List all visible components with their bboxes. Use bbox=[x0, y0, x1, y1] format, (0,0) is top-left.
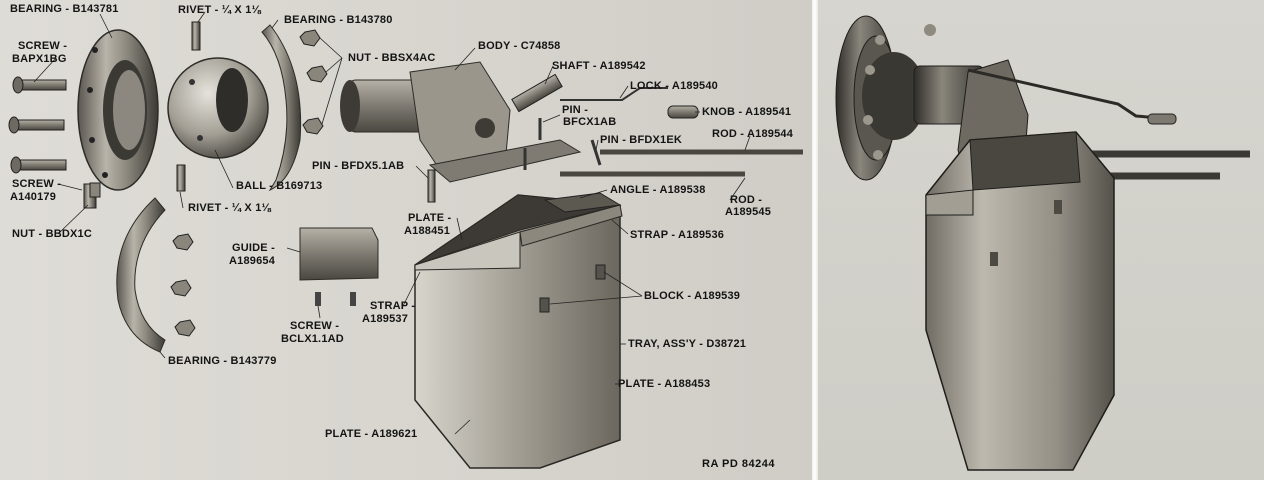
callout-nut-bbdx1c: NUT - BBDX1C bbox=[12, 228, 93, 240]
callout-lock-a189540: LOCK - A189540 bbox=[630, 80, 718, 92]
callout-knob-a189541: KNOB - A189541 bbox=[702, 106, 792, 118]
bearing-b143780-part bbox=[261, 24, 302, 192]
assembled-flange bbox=[835, 15, 936, 181]
callout-rod-a189544: ROD - A189544 bbox=[712, 128, 794, 140]
leader-lines bbox=[33, 11, 751, 435]
nut-bbdx1c-part bbox=[89, 182, 101, 198]
callout-screw-bapx1bg-line1: SCREW - bbox=[18, 40, 68, 52]
tray-assembly-part bbox=[414, 192, 623, 469]
assembled-tray bbox=[925, 131, 1115, 471]
exploded-view-drawing bbox=[8, 11, 803, 469]
shaft-lock-assembly bbox=[511, 73, 699, 170]
callout-block-a189539: BLOCK - A189539 bbox=[644, 290, 741, 302]
callout-plate-a188451-line1: PLATE - bbox=[408, 212, 452, 224]
callout-guide-a189654-line2: A189654 bbox=[229, 255, 276, 267]
callout-rod-a189545-line1: ROD - bbox=[730, 194, 763, 206]
callout-strap-a189537-line1: STRAP - bbox=[370, 300, 416, 312]
callout-nut-bbsx4ac: NUT - BBSX4AC bbox=[348, 52, 436, 64]
callout-plate-a189621: PLATE - A189621 bbox=[325, 428, 418, 440]
callout-screw-bapx1bg-line2: BAPX1BG bbox=[12, 53, 67, 65]
callout-strap-a189536: STRAP - A189536 bbox=[630, 229, 725, 241]
pin-bfdx5-part bbox=[427, 169, 436, 203]
callout-screw-bclx1-1ad-line2: BCLX1.1AD bbox=[281, 333, 344, 345]
callout-angle-a189538: ANGLE - A189538 bbox=[610, 184, 706, 196]
assembled-view-panel bbox=[818, 0, 1264, 480]
screws-left bbox=[8, 76, 97, 209]
callout-tray-d38721: TRAY, ASS'Y - D38721 bbox=[628, 338, 747, 350]
callout-bearing-b143780: BEARING - B143780 bbox=[284, 14, 393, 26]
callout-screw-a140179-line2: A140179 bbox=[10, 191, 57, 203]
callout-bearing-b143779: BEARING - B143779 bbox=[168, 355, 277, 367]
rods bbox=[560, 149, 803, 177]
callout-pin-bfdx5-1ab: PIN - BFDX5.1AB bbox=[312, 160, 405, 172]
rivet-bottom-part bbox=[176, 164, 186, 192]
callout-bearing-b143781: BEARING - B143781 bbox=[10, 3, 119, 15]
callout-rivet-top: RIVET - ¼ X 1⅛ bbox=[178, 4, 261, 16]
callout-rivet-bottom: RIVET - ¼ X 1⅛ bbox=[188, 202, 271, 214]
callout-screw-bclx1-1ad-line1: SCREW - bbox=[290, 320, 340, 332]
callout-pin-bfcx1ab-line1: PIN - bbox=[562, 104, 589, 116]
body-c74858-part bbox=[340, 61, 582, 183]
callout-shaft-a189542: SHAFT - A189542 bbox=[552, 60, 646, 72]
figure-reference: RA PD 84244 bbox=[702, 458, 775, 470]
callout-pin-bfdx1ek: PIN - BFDX1EK bbox=[600, 134, 683, 146]
callout-pin-bfcx1ab-line2: BFCX1AB bbox=[563, 116, 617, 128]
exploded-view-panel: BEARING - B143781 RIVET - ¼ X 1⅛ BEARING… bbox=[0, 0, 815, 480]
nuts-bbsx4ac bbox=[299, 29, 328, 135]
ball-b169713-part bbox=[167, 57, 269, 159]
panel-divider bbox=[812, 0, 818, 480]
callout-rod-a189545-line2: A189545 bbox=[725, 206, 772, 218]
callout-strap-a189537-line2: A189537 bbox=[362, 313, 409, 325]
guide-a189654-part bbox=[299, 227, 379, 306]
assembled-view-drawing bbox=[835, 15, 1250, 471]
callout-screw-a140179-line1: SCREW - bbox=[12, 178, 62, 190]
callout-plate-a188451-line2: A188451 bbox=[404, 225, 451, 237]
rivet-top-part bbox=[191, 21, 201, 51]
bearing-b143779-part bbox=[116, 197, 196, 353]
bearing-b143781-part bbox=[77, 29, 159, 191]
callout-body-c74858: BODY - C74858 bbox=[478, 40, 561, 52]
callout-guide-a189654-line1: GUIDE - bbox=[232, 242, 275, 254]
callout-plate-a188453: PLATE - A188453 bbox=[618, 378, 711, 390]
callout-ball-b169713: BALL - B169713 bbox=[236, 180, 323, 192]
